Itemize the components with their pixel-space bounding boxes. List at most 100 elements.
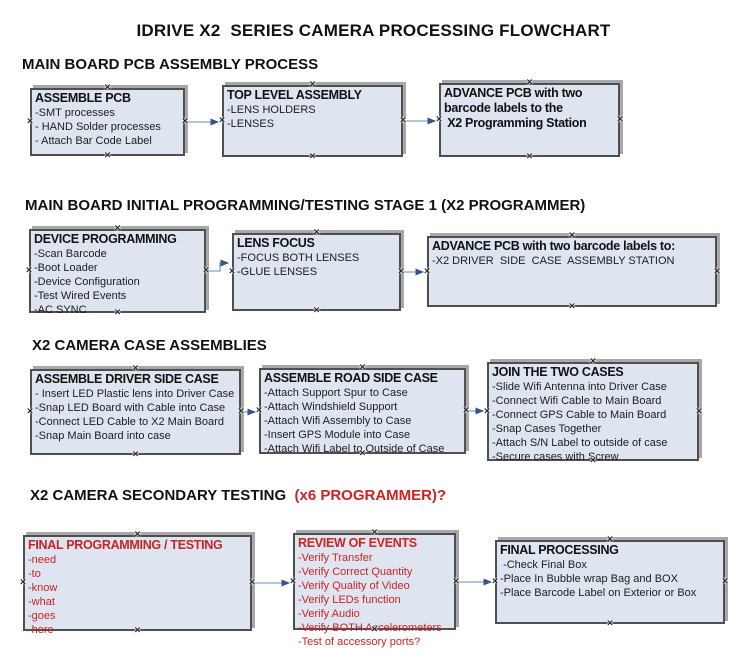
connection-handle-icon: ×: [423, 266, 431, 276]
join-the-two-cases-item: -Snap Cases Together: [492, 423, 602, 435]
connection-handle-icon: ×: [312, 305, 321, 316]
assemble-road-side-case-box: ASSEMBLE ROAD SIDE CASE -Attach Support S…: [259, 368, 466, 455]
assemble-driver-side-case-item: - Insert LED Plastic lens into Driver Ca…: [35, 388, 235, 400]
connection-handle-icon: ×: [131, 449, 140, 460]
section-heading-pcb-assembly: MAIN BOARD PCB ASSEMBLY PROCESS: [22, 56, 319, 73]
connection-handle-icon: ×: [248, 577, 256, 588]
join-the-two-cases-box: JOIN THE TWO CASES -Slide Wifi Antenna in…: [487, 362, 699, 463]
connection-handle-icon: ×: [589, 356, 597, 367]
advance-pcb-driver-side-title: ADVANCE PCB with two barcode labels to:: [432, 239, 675, 253]
final-processing-item: -Place In Bubble wrap Bag and BOX: [500, 573, 678, 585]
review-of-events-title: REVIEW OF EVENTS: [298, 536, 417, 550]
connection-handle-icon: ×: [218, 115, 226, 126]
review-of-events-item: -Verify Correct Quantity: [298, 566, 413, 578]
flow-arrow: [208, 259, 229, 272]
assemble-pcb-item: - Attach Bar Code Label: [35, 135, 152, 147]
lens-focus-title: LENS FOCUS: [237, 236, 315, 250]
section-heading-secondary-testing-black: X2 CAMERA SECONDARY TESTING: [30, 487, 295, 504]
top-level-assembly-box: TOP LEVEL ASSEMBLY -LENS HOLDERS -LENSES: [222, 85, 403, 157]
connection-handle-icon: ×: [483, 406, 491, 416]
connection-handle-icon: ×: [435, 114, 443, 125]
final-processing-box: FINAL PROCESSING -Check Final Box-Place …: [495, 540, 725, 624]
device-programming-item: -Scan Barcode: [34, 248, 107, 260]
assemble-pcb-title: ASSEMBLE PCB: [35, 91, 131, 105]
section-heading-initial-programming: MAIN BOARD INITIAL PROGRAMMING/TESTING S…: [25, 197, 586, 214]
final-programming-testing-item: -goes: [28, 610, 56, 622]
connection-handle-icon: ×: [491, 576, 499, 587]
join-the-two-cases-item: -Secure cases with Screw: [492, 451, 619, 463]
assemble-pcb-box: ASSEMBLE PCB -SMT processes - HAND Solder …: [30, 88, 185, 156]
device-programming-title: DEVICE PROGRAMMING: [34, 232, 177, 246]
final-programming-testing-item: -to: [28, 568, 41, 580]
assemble-pcb-item: - HAND Solder processes: [35, 121, 161, 133]
assemble-driver-side-case-item: -Snap LED Board with Cable into Case: [35, 402, 226, 414]
assemble-road-side-case-item: -Attach Windshield Support: [264, 401, 398, 413]
connection-handle-icon: ×: [289, 576, 297, 586]
device-programming-item: -Boot Loader: [34, 262, 98, 274]
review-of-events-item: -Verify LEDs function: [298, 594, 401, 606]
connection-handle-icon: ×: [26, 406, 34, 417]
assemble-road-side-case-title: ASSEMBLE ROAD SIDE CASE: [264, 371, 438, 385]
connection-handle-icon: ×: [202, 265, 210, 276]
final-programming-testing-box: FINAL PROGRAMMING / TESTING-need-to-know…: [23, 535, 252, 636]
connection-handle-icon: ×: [713, 266, 721, 276]
top-level-assembly-title: TOP LEVEL ASSEMBLY: [227, 88, 362, 102]
connection-handle-icon: ×: [133, 625, 142, 636]
connection-handle-icon: ×: [616, 114, 624, 125]
review-of-events-item: -Verify Transfer: [298, 552, 373, 564]
advance-pcb-driver-side-box: ADVANCE PCB with two barcode labels to: -…: [427, 236, 717, 307]
connection-handle-icon: ×: [308, 79, 317, 90]
connection-handle-icon: ×: [606, 618, 614, 629]
final-programming-testing-item: -know: [28, 582, 58, 594]
assemble-road-side-case-item: -Attach Wifi Assembly to Case: [264, 415, 412, 427]
connection-handle-icon: ×: [397, 266, 405, 277]
connection-handle-icon: ×: [255, 405, 263, 416]
review-of-events-item: -Verify Quality of Video: [298, 580, 410, 592]
connection-handle-icon: ×: [462, 405, 470, 416]
final-processing-title: FINAL PROCESSING: [500, 543, 619, 557]
section-heading-secondary-testing-red: (x6 PROGRAMMER)?: [294, 487, 447, 504]
connection-handle-icon: ×: [312, 227, 321, 238]
assemble-driver-side-case-title: ASSEMBLE DRIVER SIDE CASE: [35, 372, 219, 386]
assemble-pcb-item: -SMT processes: [35, 107, 115, 119]
join-the-two-cases-title: JOIN THE TWO CASES: [492, 365, 624, 379]
connection-handle-icon: ×: [26, 116, 34, 127]
connection-handle-icon: ×: [695, 406, 703, 416]
top-level-assembly-item: -LENSES: [227, 118, 275, 130]
review-of-events-item: -Verify Audio: [298, 608, 360, 620]
connection-handle-icon: ×: [103, 82, 112, 93]
connection-handle-icon: ×: [721, 576, 729, 587]
review-of-events-item: -Test of accessory ports?: [298, 636, 421, 648]
connection-handle-icon: ×: [358, 362, 367, 373]
join-the-two-cases-item: -Slide Wifi Antenna into Driver Case: [492, 381, 667, 393]
assemble-driver-side-case-item: -Connect LED Cable to X2 Main Board: [35, 416, 224, 428]
advance-pcb-programming-box: ADVANCE PCB with two barcode labels to t…: [439, 83, 620, 157]
advance-pcb-driver-side-item: -X2 DRIVER SIDE CASE ASSEMBLY STATION: [432, 255, 675, 267]
connection-handle-icon: ×: [525, 151, 534, 162]
connection-handle-icon: ×: [568, 230, 576, 241]
connection-handle-icon: ×: [452, 576, 460, 586]
top-level-assembly-item: -LENS HOLDERS: [227, 104, 316, 116]
assemble-road-side-case-item: -Insert GPS Module into Case: [264, 429, 411, 441]
assemble-road-side-case-item: -Attach Support Spur to Case: [264, 387, 408, 399]
connection-handle-icon: ×: [25, 265, 33, 276]
connection-handle-icon: ×: [370, 527, 379, 538]
connection-handle-icon: ×: [113, 223, 122, 234]
connection-handle-icon: ×: [370, 624, 379, 635]
section-heading-case-assemblies: X2 CAMERA CASE ASSEMBLIES: [32, 337, 267, 354]
section-heading-secondary-testing: X2 CAMERA SECONDARY TESTING (x6 PROGRAMM…: [30, 487, 446, 504]
join-the-two-cases-item: -Connect GPS Cable to Main Board: [492, 409, 667, 421]
assemble-driver-side-case-item: -Snap Main Board into case: [35, 430, 171, 442]
connection-handle-icon: ×: [131, 363, 140, 374]
lens-focus-item: -FOCUS BOTH LENSES: [237, 252, 360, 264]
connection-handle-icon: ×: [308, 151, 317, 162]
final-programming-testing-item: -here: [28, 624, 54, 636]
page-title: IDRIVE X2 SERIES CAMERA PROCESSING FLOWC…: [136, 21, 611, 40]
device-programming-item: -Test Wired Events: [34, 290, 127, 302]
review-of-events-box: REVIEW OF EVENTS -Verify Transfer -Verify …: [293, 533, 456, 648]
final-processing-item: -Place Barcode Label on Exterior or Box: [500, 587, 697, 599]
connection-handle-icon: ×: [589, 455, 597, 466]
join-the-two-cases-item: -Connect Wifi Cable to Main Board: [492, 395, 662, 407]
connection-handle-icon: ×: [19, 577, 27, 588]
